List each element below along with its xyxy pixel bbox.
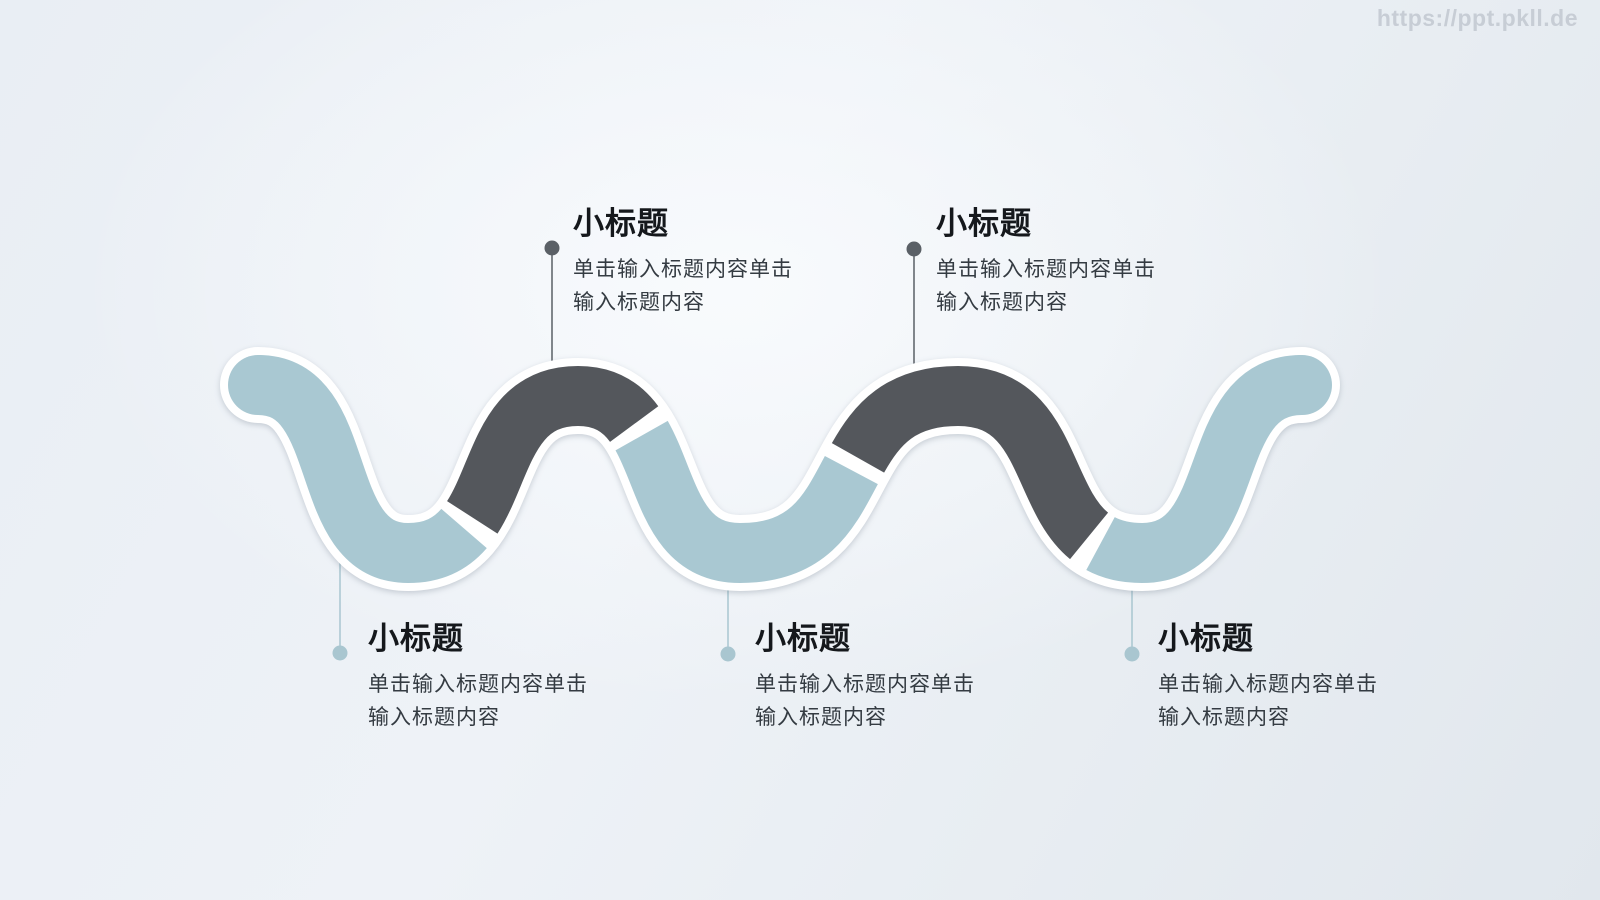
wave-start-cap: [228, 355, 288, 415]
label-body-line2: 输入标题内容: [936, 291, 1068, 314]
label-body[interactable]: 单击输入标题内容单击 输入标题内容: [573, 253, 873, 319]
label-body-line1: 单击输入标题内容单击: [936, 258, 1156, 281]
label-title[interactable]: 小标题: [368, 621, 464, 656]
wave-segment-5: [255, 355, 1305, 584]
connector-dot-bottom-2: [720, 646, 736, 662]
label-body-line1: 单击输入标题内容单击: [573, 258, 793, 281]
label-body-line2: 输入标题内容: [573, 291, 705, 314]
label-body[interactable]: 单击输入标题内容单击 输入标题内容: [368, 668, 668, 734]
label-block-3[interactable]: 小标题 单击输入标题内容单击 输入标题内容: [755, 620, 1055, 734]
label-block-1[interactable]: 小标题 单击输入标题内容单击 输入标题内容: [368, 620, 668, 734]
label-body-line2: 输入标题内容: [368, 706, 500, 729]
label-body-line1: 单击输入标题内容单击: [368, 673, 588, 696]
label-body[interactable]: 单击输入标题内容单击 输入标题内容: [755, 668, 1055, 734]
label-body-line1: 单击输入标题内容单击: [755, 673, 975, 696]
watermark-url: https://ppt.pkll.de: [1376, 5, 1578, 31]
wave-segment-3: [255, 355, 1305, 584]
label-body-line1: 单击输入标题内容单击: [1158, 673, 1378, 696]
connector-dot-bottom-1: [332, 645, 348, 661]
label-block-2[interactable]: 小标题 单击输入标题内容单击 输入标题内容: [573, 205, 873, 319]
label-body[interactable]: 单击输入标题内容单击 输入标题内容: [936, 253, 1236, 319]
label-block-5[interactable]: 小标题 单击输入标题内容单击 输入标题内容: [1158, 620, 1458, 734]
label-body[interactable]: 单击输入标题内容单击 输入标题内容: [1158, 668, 1458, 734]
label-title[interactable]: 小标题: [936, 206, 1032, 241]
connector-dot-top-2: [906, 241, 922, 257]
connector-dot-bottom-3: [1124, 646, 1140, 662]
label-title[interactable]: 小标题: [755, 621, 851, 656]
label-title[interactable]: 小标题: [573, 206, 669, 241]
wave-end-cap: [1272, 355, 1332, 415]
label-body-line2: 输入标题内容: [1158, 706, 1290, 729]
connector-dot-top-1: [544, 240, 560, 256]
label-title[interactable]: 小标题: [1158, 621, 1254, 656]
label-body-line2: 输入标题内容: [755, 706, 887, 729]
wave-group: [220, 347, 1340, 592]
label-block-4[interactable]: 小标题 单击输入标题内容单击 输入标题内容: [936, 205, 1236, 319]
wave-segment-1: [255, 355, 1305, 584]
